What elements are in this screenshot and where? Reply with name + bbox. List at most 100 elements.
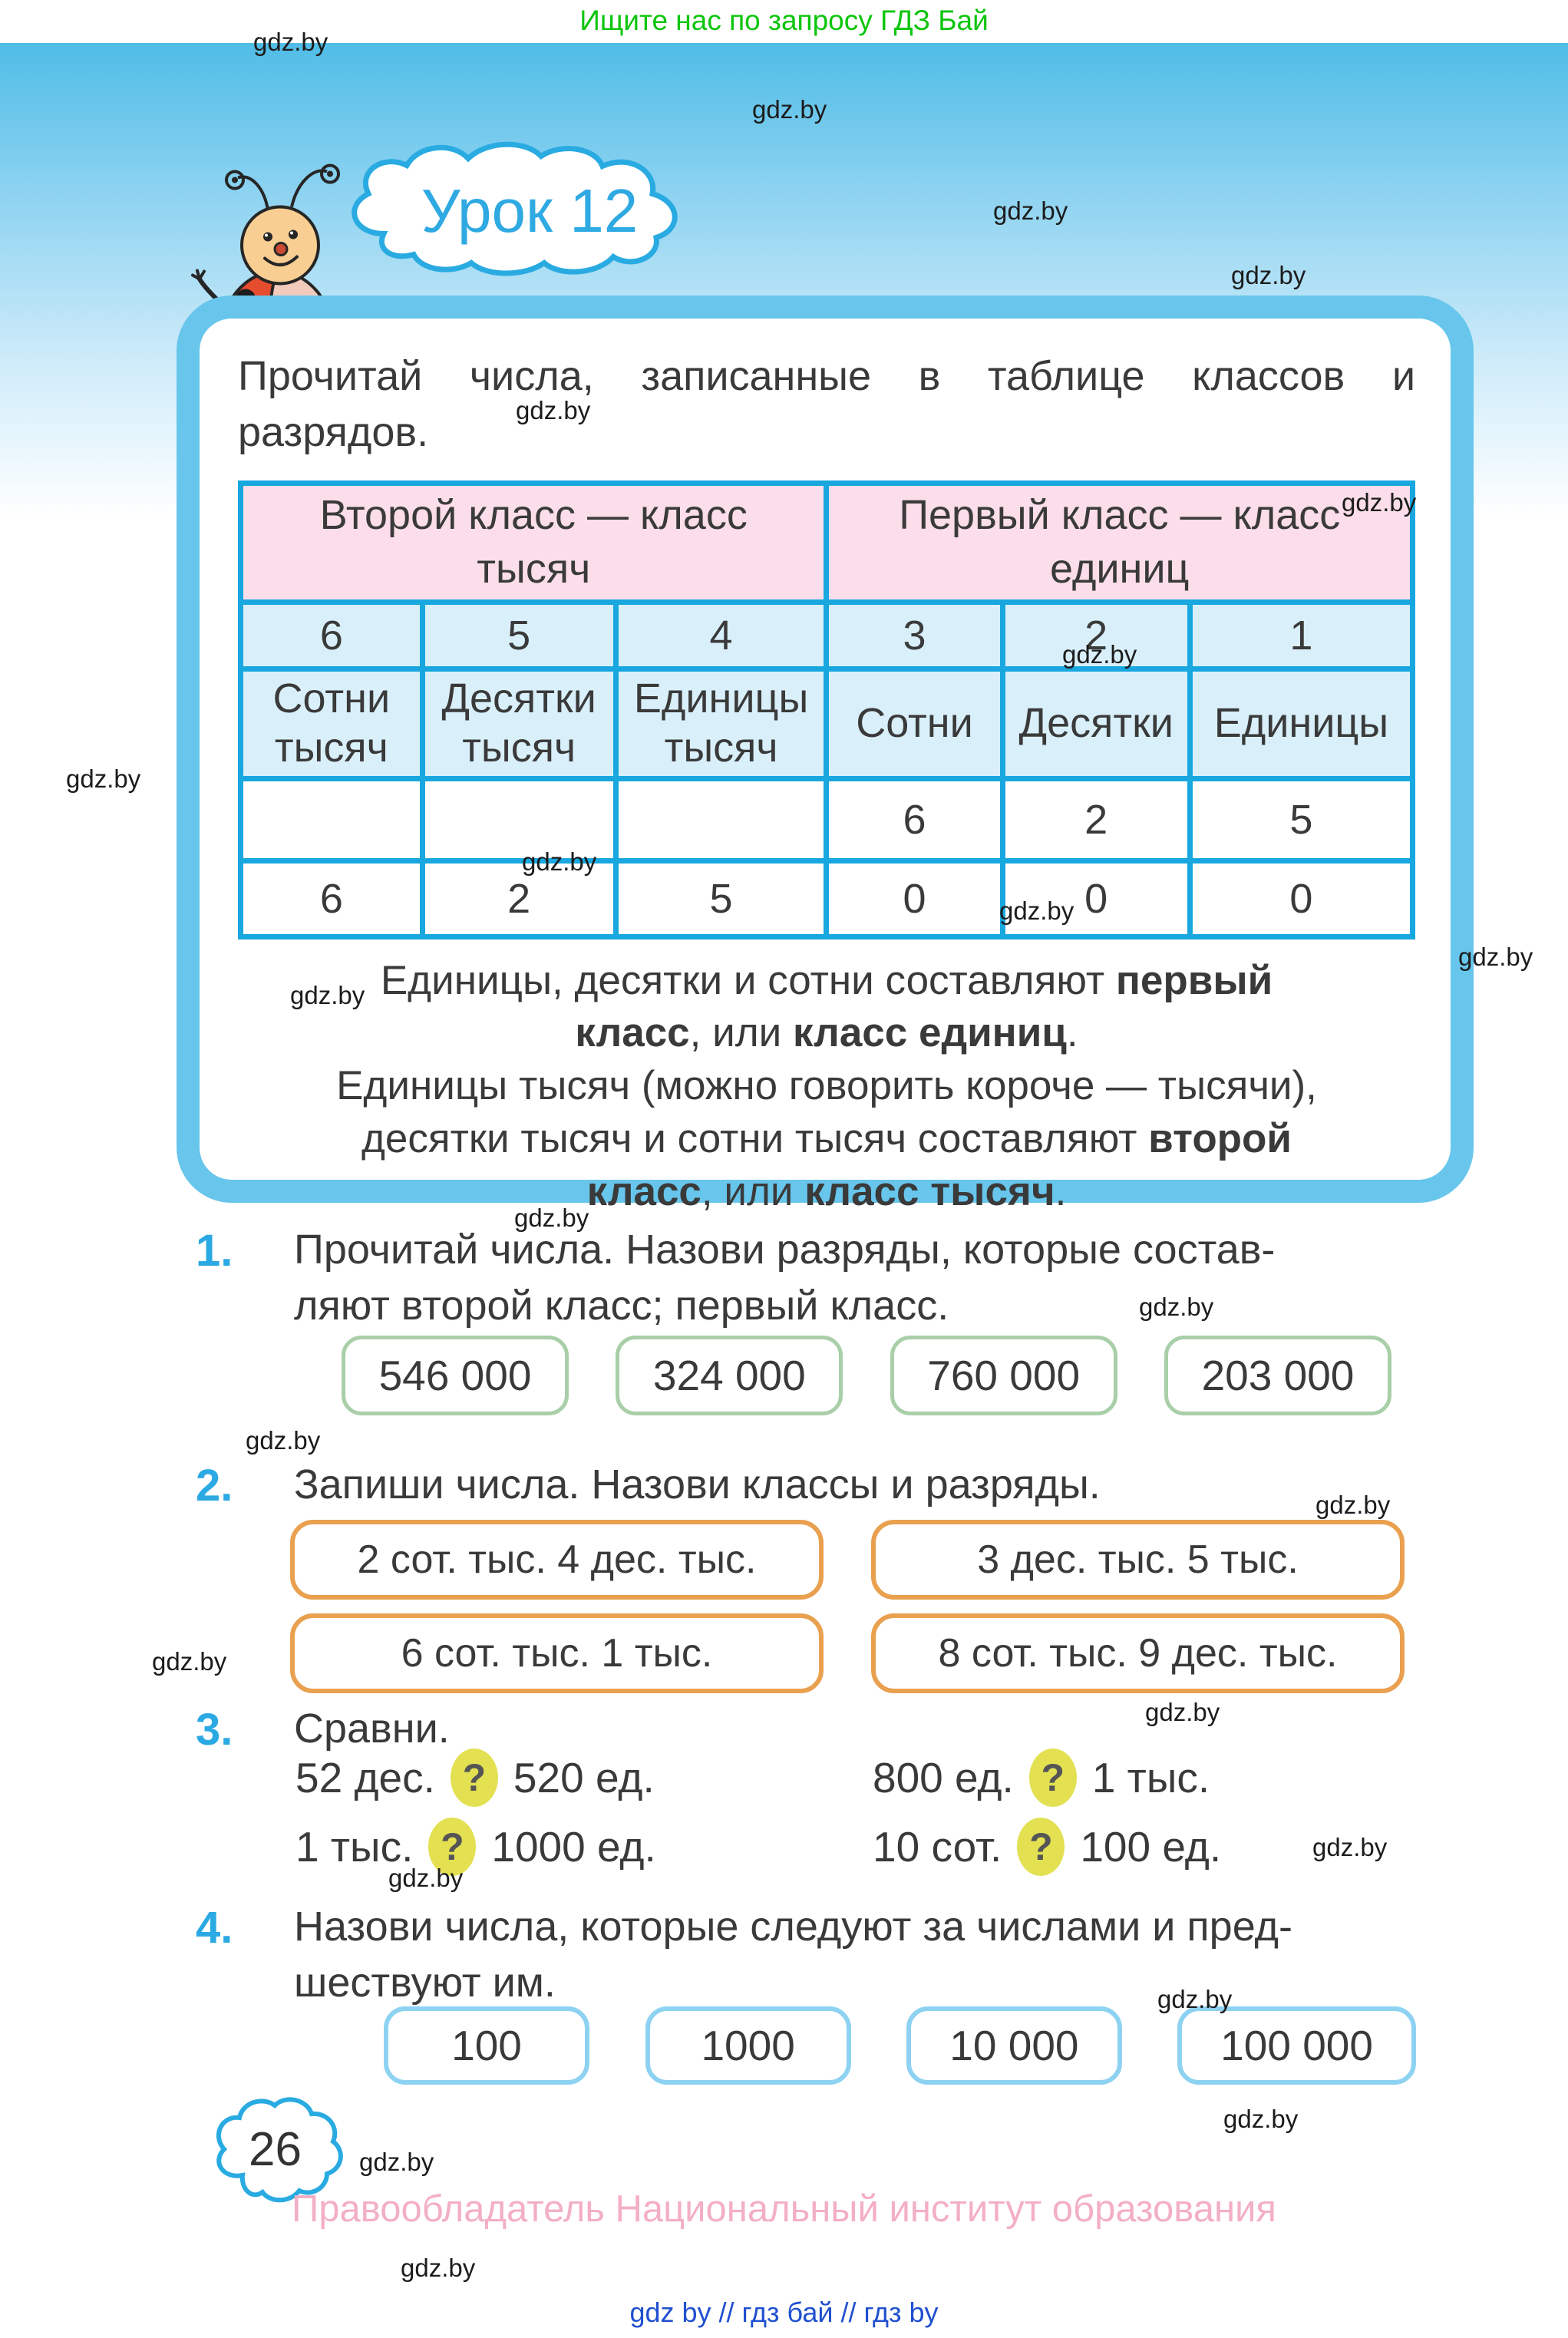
- digit-cell: 1: [1187, 599, 1416, 672]
- value-cell: 6: [238, 857, 425, 939]
- gdz-watermark: gdz.by: [1342, 488, 1417, 517]
- value-cell: 5: [612, 857, 830, 939]
- comparison-left: 52 дес.: [295, 1754, 435, 1801]
- note-line: десятки тысяч и сотни тысяч составляют в…: [361, 1116, 1292, 1162]
- class-header-line: единиц: [1050, 545, 1190, 592]
- place-value-table: Второй класс — класс тысяч Первый класс …: [237, 480, 1416, 939]
- exercise-1: 1. Прочитай числа. Назови разряды, котор…: [196, 1222, 1458, 1335]
- exercise-2-cards: 2 сот. тыс. 4 дес. тыс. 3 дес. тыс. 5 ты…: [290, 1520, 1405, 1693]
- gdz-watermark: gdz.by: [752, 95, 827, 124]
- number-card: 3 дес. тыс. 5 тыс.: [871, 1520, 1405, 1600]
- class-header-thousands: Второй класс — класс тысяч: [237, 480, 830, 605]
- comparison-item: 800 ед. ? 1 тыс.: [873, 1747, 1424, 1808]
- value-cell: [419, 775, 619, 864]
- note-line: класс, или класс единиц.: [575, 1010, 1078, 1056]
- lesson-title: Урок 12: [421, 176, 639, 245]
- gdz-watermark: gdz.by: [290, 981, 365, 1009]
- exercise-4-number: 4.: [196, 1903, 233, 1953]
- theory-intro-line2: разрядов.: [238, 409, 429, 456]
- exercise-1-number: 1.: [196, 1226, 233, 1276]
- gdz-watermark: gdz.by: [1231, 261, 1306, 289]
- footer-links[interactable]: gdz by // гдз бай // гдз by: [629, 2297, 939, 2328]
- cloud-shape-icon: [216, 2097, 343, 2203]
- number-card: 6 сот. тыс. 1 тыс.: [290, 1613, 824, 1693]
- comparison-right: 520 ед.: [513, 1754, 655, 1801]
- exercise-4-line1: Назови числа, которые следуют за числами…: [294, 1904, 1293, 1950]
- value-cell: [612, 775, 830, 864]
- question-mark-bubble: ?: [1017, 1818, 1065, 1876]
- theory-box: Прочитай числа, записанные в таблице кла…: [177, 296, 1474, 1214]
- exercise-3: 3. Сравни.: [196, 1701, 1458, 1758]
- exercise-4-cards: 100 1000 10 000 100 000: [384, 2006, 1416, 2085]
- number-card: 10 000: [906, 2006, 1122, 2085]
- gdz-watermark: gdz.by: [66, 764, 141, 793]
- cloud-shape-icon: [352, 141, 678, 276]
- gdz-watermark: gdz.by: [388, 1864, 464, 1892]
- number-card: 2 сот. тыс. 4 дес. тыс.: [290, 1520, 824, 1600]
- digit-cell: 6: [238, 599, 425, 672]
- value-cell: 0: [1187, 857, 1416, 939]
- exercise-1-line1: Прочитай числа. Назови разряды, которые …: [294, 1227, 1276, 1273]
- gdz-watermark: gdz.by: [1458, 943, 1533, 971]
- theory-intro: Прочитай числа, записанные в таблице кла…: [238, 349, 1415, 461]
- number-card: 8 сот. тыс. 9 дес. тыс.: [871, 1613, 1405, 1693]
- gdz-watermark: gdz.by: [253, 28, 328, 56]
- gdz-watermark: gdz.by: [1157, 1985, 1233, 2013]
- gdz-watermark: gdz.by: [993, 196, 1068, 225]
- value-cell: [238, 775, 425, 864]
- exercise-3-comparisons: 52 дес. ? 520 ед. 800 ед. ? 1 тыс. 1 тыс…: [295, 1747, 1424, 1877]
- number-card: 546 000: [342, 1336, 569, 1415]
- comparison-right: 100 ед.: [1080, 1823, 1222, 1871]
- exercise-1-line2: ляют второй класс; первый класс.: [294, 1283, 949, 1329]
- exercise-3-text: Сравни.: [294, 1706, 450, 1752]
- digit-cell: 3: [824, 599, 1005, 672]
- class-header-line: Первый класс — класс: [899, 492, 1341, 539]
- value-cell: 0: [999, 857, 1193, 939]
- question-mark-bubble: ?: [450, 1749, 498, 1807]
- gdz-watermark: gdz.by: [516, 396, 591, 424]
- question-mark-bubble: ?: [428, 1818, 477, 1876]
- comparison-right: 1 тыс.: [1091, 1754, 1210, 1801]
- gdz-watermark: gdz.by: [999, 897, 1074, 925]
- exercise-4: 4. Назови числа, которые следуют за числ…: [196, 1899, 1458, 2012]
- class-header-units: Первый класс — класс единиц: [824, 480, 1415, 605]
- page-number-cloud: 26: [196, 2092, 354, 2209]
- exercise-2-number: 2.: [196, 1461, 233, 1511]
- copyright-text: Правообладатель Национальный институт об…: [292, 2188, 1276, 2230]
- place-cell: Сотни: [824, 665, 1005, 781]
- class-header-line: Второй класс — класс: [319, 492, 748, 539]
- gdz-watermark: gdz.by: [359, 2148, 434, 2176]
- note-line: Единицы тысяч (можно говорить короче — т…: [336, 1063, 1317, 1109]
- number-card: 1000: [645, 2006, 851, 2085]
- gdz-watermark: gdz.by: [1315, 1491, 1391, 1519]
- digit-cell: 5: [419, 599, 619, 672]
- comparison-left: 1 тыс.: [295, 1823, 414, 1871]
- comparison-left: 800 ед.: [873, 1754, 1014, 1801]
- place-cell: Десятки тысяч: [419, 665, 619, 781]
- value-cell: 0: [824, 857, 1005, 939]
- place-cell: Единицы тысяч: [612, 665, 830, 781]
- promo-banner: Ищите нас по запросу ГДЗ Бай: [0, 0, 1568, 43]
- digit-cell: 2: [999, 599, 1193, 672]
- exercise-3-number: 3.: [196, 1705, 233, 1755]
- theory-note: Единицы, десятки и сотни составляют перв…: [238, 955, 1415, 1219]
- exercise-1-cards: 546 000 324 000 760 000 203 000: [342, 1336, 1391, 1415]
- place-cell: Единицы: [1187, 665, 1416, 781]
- value-cell: 2: [419, 857, 619, 939]
- place-cell: Сотни тысяч: [238, 665, 425, 781]
- exercise-2: 2. Запиши числа. Назови классы и разряды…: [196, 1457, 1458, 1514]
- gdz-watermark: gdz.by: [246, 1426, 321, 1455]
- comparison-item: 10 сот. ? 100 ед.: [873, 1816, 1424, 1877]
- exercise-4-text: Назови числа, которые следуют за числами…: [294, 1899, 1458, 2012]
- number-card: 100 000: [1177, 2006, 1416, 2085]
- digit-cell: 4: [612, 599, 830, 672]
- note-line: класс, или класс тысяч.: [586, 1169, 1067, 1215]
- number-card: 324 000: [616, 1336, 843, 1415]
- comparison-item: 52 дес. ? 520 ед.: [295, 1747, 873, 1808]
- comparison-right: 1000 ед.: [491, 1823, 656, 1871]
- lesson-cloud: Урок 12: [330, 138, 729, 288]
- gdz-watermark: gdz.by: [1223, 2105, 1299, 2133]
- gdz-watermark: gdz.by: [401, 2254, 476, 2282]
- gdz-watermark: gdz.by: [1062, 640, 1137, 669]
- value-cell: 6: [824, 775, 1005, 864]
